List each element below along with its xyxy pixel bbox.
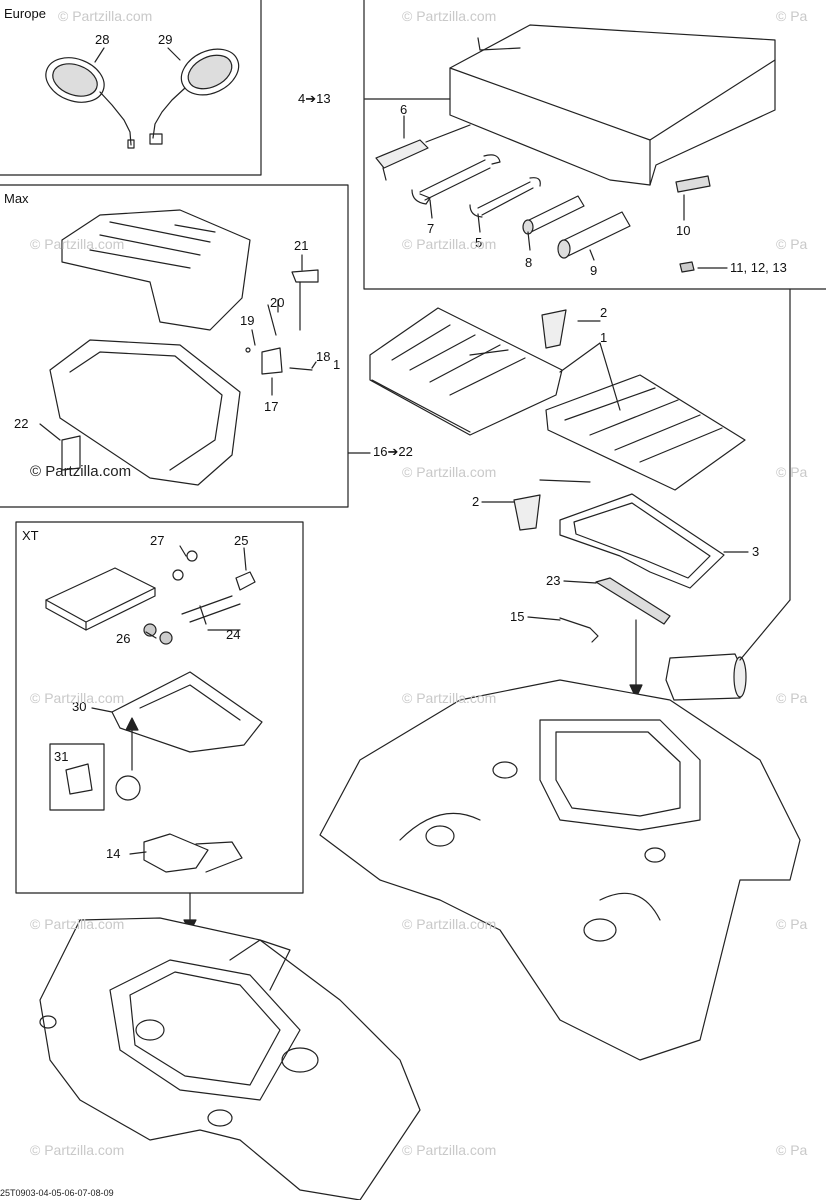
callout-31: 31 <box>54 749 69 764</box>
callout-26: 26 <box>116 631 131 646</box>
callout-2-bottom: 2 <box>472 494 480 509</box>
callout-25: 25 <box>234 533 249 548</box>
callout-17: 17 <box>264 399 279 414</box>
watermark: © Partzilla.com <box>30 916 125 932</box>
watermark: © Pa <box>776 464 808 480</box>
callout-5: 5 <box>475 235 483 250</box>
watermark: © Pa <box>776 8 808 24</box>
group-title-max: Max <box>4 191 29 206</box>
rack-bracket-2a <box>541 309 567 349</box>
rack-rear <box>545 374 746 491</box>
watermark: © Pa <box>776 236 808 252</box>
callout-4-13: 4➔13 <box>298 91 331 106</box>
callout-20: 20 <box>270 295 285 310</box>
watermark: © Partzilla.com <box>402 464 497 480</box>
key-15 <box>559 617 599 643</box>
callout-15: 15 <box>510 609 525 624</box>
callout-22: 22 <box>14 416 29 431</box>
socket-9 <box>557 211 631 259</box>
watermark: © Pa <box>776 916 808 932</box>
watermark-strong: © Partzilla.com <box>30 463 132 480</box>
callout-29: 29 <box>158 32 173 47</box>
latch-parts <box>245 269 319 375</box>
fuse-11-13 <box>679 261 695 273</box>
callout-6: 6 <box>400 102 408 117</box>
group-title-europe: Europe <box>4 6 46 21</box>
watermark: © Partzilla.com <box>402 236 497 252</box>
watermark: © Pa <box>776 1142 808 1158</box>
watermark: © Pa <box>776 690 808 706</box>
callout-8: 8 <box>525 255 533 270</box>
callout-2-top: 2 <box>600 305 608 320</box>
watermark: © Partzilla.com <box>402 1142 497 1158</box>
mirror-right <box>149 48 240 145</box>
callout-1-max: 1 <box>333 357 341 372</box>
toolbag-roll <box>665 653 747 701</box>
front-fender <box>39 917 421 1200</box>
toolbag <box>449 24 776 186</box>
socket-8 <box>522 195 585 235</box>
callout-30: 30 <box>72 699 87 714</box>
strap-23 <box>595 577 671 625</box>
watermark: © Partzilla.com <box>30 690 125 706</box>
callout-24: 24 <box>226 627 241 642</box>
callout-27: 27 <box>150 533 165 548</box>
group-title-xt: XT <box>22 528 39 543</box>
watermark: © Partzilla.com <box>402 916 497 932</box>
xt-tray-30 <box>111 671 263 753</box>
callout-14: 14 <box>106 846 121 861</box>
mirror-left <box>45 57 135 149</box>
fuse-10 <box>675 175 711 193</box>
drawing-code: 25T0903-04-05-06-07-08-09 <box>0 1188 114 1198</box>
rack-bracket-2b <box>513 494 541 531</box>
callout-16-22: 16➔22 <box>373 444 413 459</box>
watermark: © Partzilla.com <box>30 236 125 252</box>
callout-19: 19 <box>240 313 255 328</box>
callout-21: 21 <box>294 238 309 253</box>
callout-1-rack: 1 <box>600 330 608 345</box>
frame-toolkit <box>363 0 826 290</box>
wrench-7 <box>411 154 501 205</box>
watermark: © Partzilla.com <box>58 8 153 24</box>
watermark: © Partzilla.com <box>402 8 497 24</box>
xt-light-14 <box>143 833 243 873</box>
callout-3: 3 <box>752 544 760 559</box>
rack-seal-3 <box>559 493 725 589</box>
callout-18: 18 <box>316 349 331 364</box>
wrench-5 <box>469 177 541 218</box>
rack-front <box>369 307 563 436</box>
frame-xt <box>15 521 304 894</box>
screwdriver <box>375 124 471 181</box>
callout-11-12-13: 11, 12, 13 <box>730 260 787 275</box>
max-box <box>49 339 241 486</box>
callout-9: 9 <box>590 263 598 278</box>
callout-23: 23 <box>546 573 561 588</box>
frame-max <box>0 184 349 508</box>
max-lid <box>61 209 251 331</box>
frame-europe <box>0 0 262 176</box>
watermark: © Partzilla.com <box>402 690 497 706</box>
watermark: © Partzilla.com <box>30 1142 125 1158</box>
callout-7: 7 <box>427 221 435 236</box>
callout-28: 28 <box>95 32 110 47</box>
xt-pad <box>45 567 156 631</box>
callout-10: 10 <box>676 223 691 238</box>
rear-fender <box>319 679 801 1061</box>
